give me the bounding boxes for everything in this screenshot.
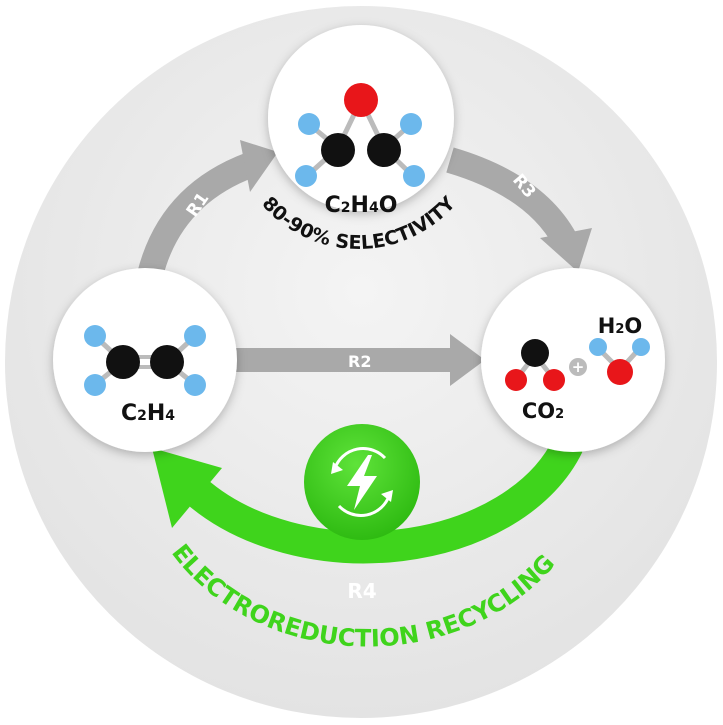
plus-badge (569, 358, 587, 376)
ethylene-oxide-formula: C2H4O (325, 193, 398, 218)
ethylene-node: C2H4 (53, 268, 237, 452)
h2o-formula: H2O (598, 314, 642, 338)
lightning-recycle-icon (304, 424, 420, 540)
products-node: + H2O CO2 (481, 268, 665, 452)
arrow-r3: R3 (446, 147, 592, 272)
ethylene-oxide-molecule-icon (295, 83, 425, 187)
r4-label: R4 (347, 579, 376, 603)
co2-formula: CO2 (522, 399, 564, 423)
r2-label: R2 (348, 352, 371, 371)
ethylene-molecule-icon (84, 325, 206, 396)
ethylene-formula: C2H4 (121, 401, 175, 426)
plus-sign: + (572, 358, 585, 376)
h2o-molecule-icon (589, 338, 650, 385)
arrow-r1: R1 (137, 140, 278, 279)
co2-molecule-icon (505, 339, 565, 391)
arrow-r2: R2 (235, 334, 485, 386)
ethylene-oxide-node: C2H4O (268, 25, 454, 218)
arrow-r4: R4 (152, 437, 583, 603)
